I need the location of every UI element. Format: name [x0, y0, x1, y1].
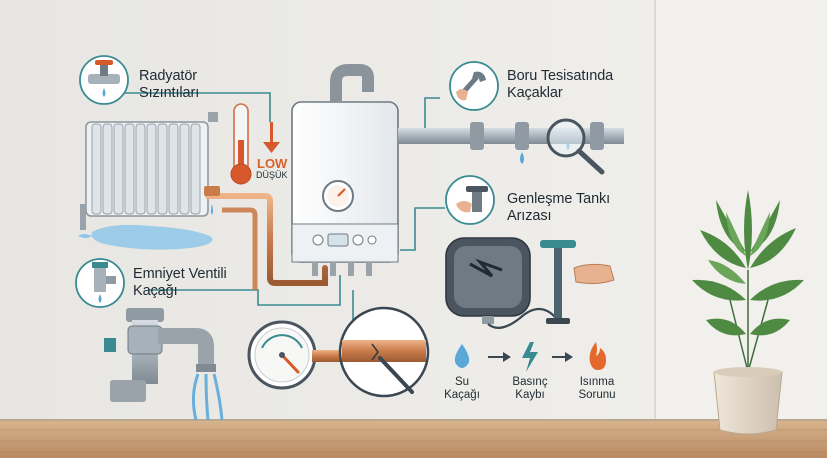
- water-drop-icon: [454, 344, 470, 368]
- low-label: LOW: [257, 156, 288, 171]
- expansion-tank: [445, 237, 557, 329]
- safety-valve-assembly: [104, 308, 224, 421]
- label-pipe-leak: Boru Tesisatında Kaçaklar: [507, 68, 614, 101]
- pressure-icon: [522, 342, 538, 372]
- flow-step-pressure-loss: Basınç Kaybı: [512, 376, 548, 401]
- flow-step-water-leak: Su Kaçağı: [444, 376, 480, 401]
- flow-step-heating-problem: Isınma Sorunu: [578, 376, 616, 401]
- pressure-gauge: [247, 320, 342, 390]
- fire-icon: [589, 342, 606, 370]
- thermometer-icon: [230, 103, 252, 185]
- label-radiator-leak: Radyatör Sızıntıları: [139, 68, 200, 101]
- dusuk-label: DÜŞÜK: [256, 170, 288, 180]
- pump-icon: [540, 240, 615, 324]
- tank-hand-icon: [445, 175, 495, 225]
- label-expansion-tank: Genleşme Tankı Arızası: [507, 191, 611, 224]
- magnifier-icon: [546, 118, 605, 175]
- label-safety-valve: Emniyet Ventili Kaçağı: [133, 266, 227, 299]
- plant-icon: [692, 190, 804, 435]
- crack-magnifier: [338, 306, 430, 398]
- wrench-icon: [449, 61, 499, 111]
- boiler: [291, 64, 399, 276]
- valve-icon: [79, 55, 129, 105]
- safety-valve-icon: [75, 258, 125, 308]
- radiator: [78, 112, 218, 250]
